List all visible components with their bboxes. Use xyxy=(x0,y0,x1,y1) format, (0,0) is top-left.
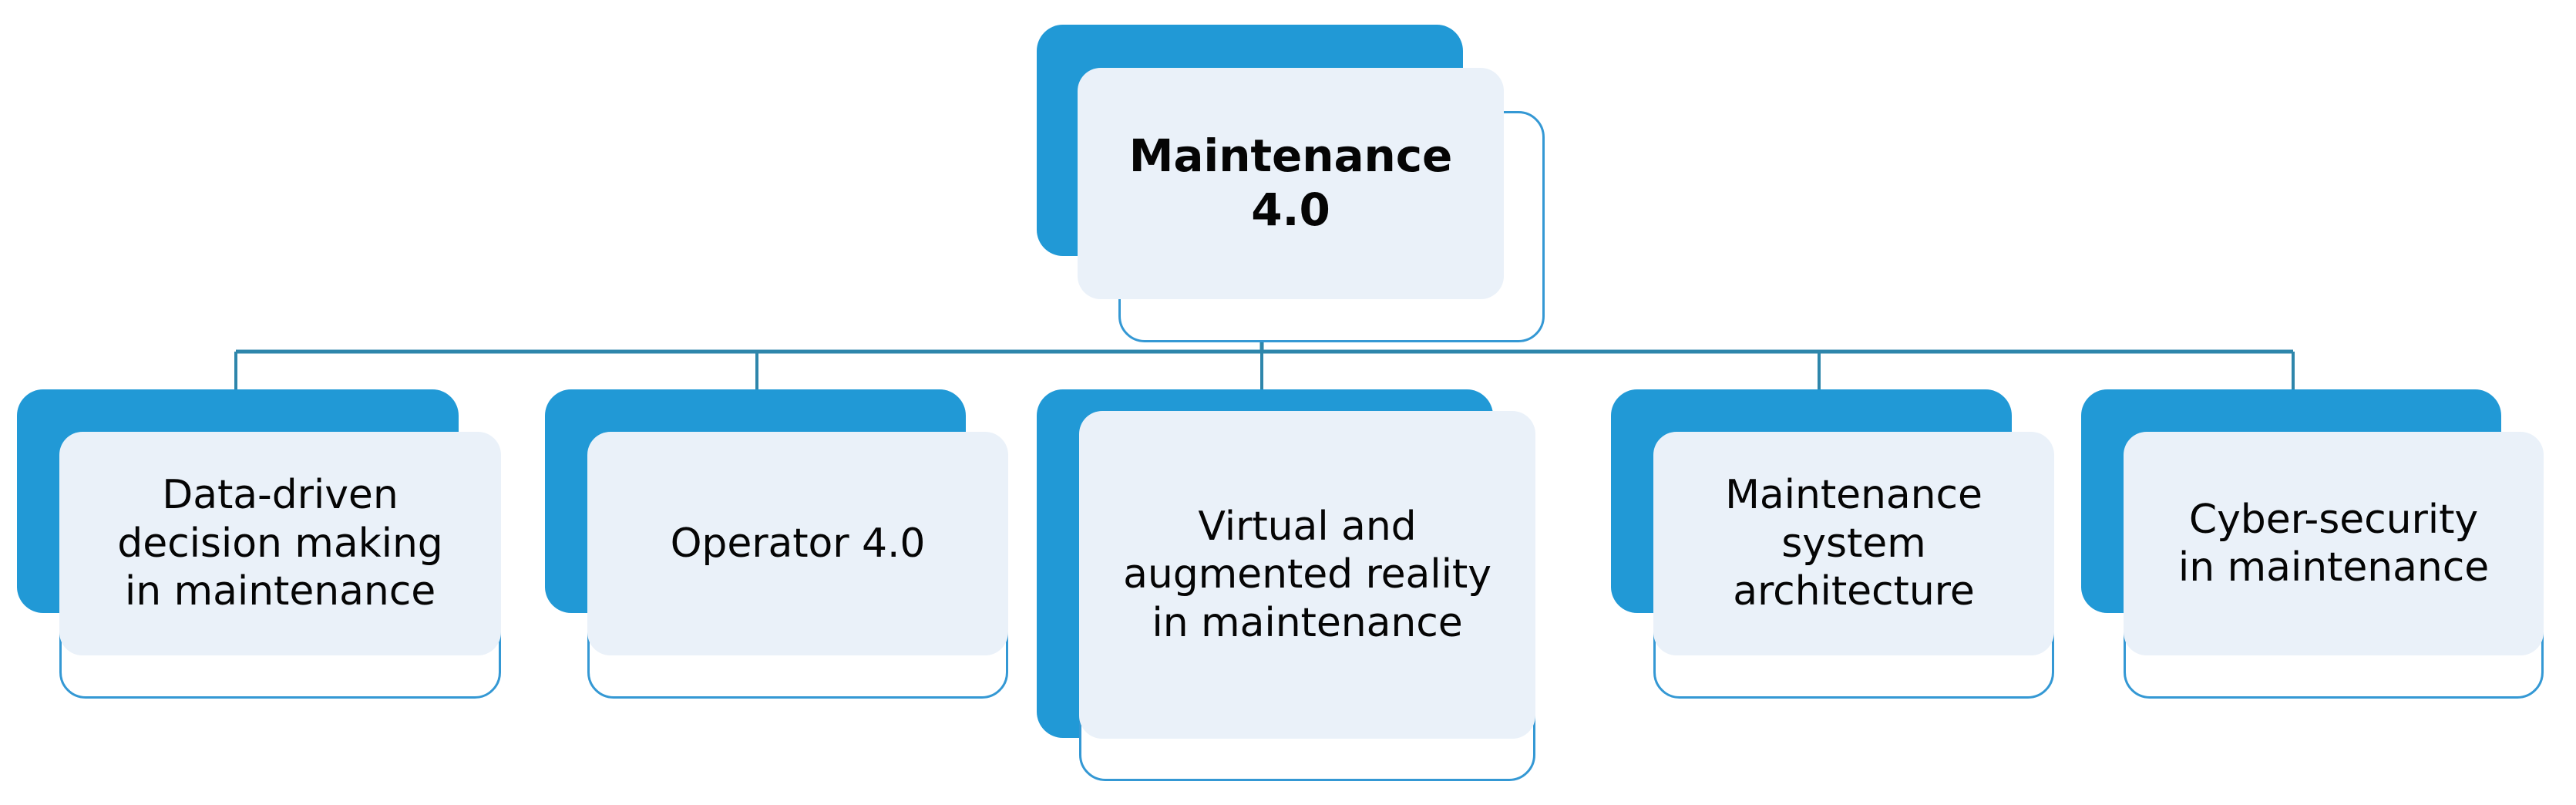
node-child-2-label: Operator 4.0 xyxy=(670,520,926,567)
node-root-fill: Maintenance 4.0 xyxy=(1078,68,1504,299)
node-root[interactable]: Maintenance 4.0 xyxy=(1037,25,1545,342)
node-child-3[interactable]: Virtual and augmented reality in mainten… xyxy=(1037,389,1576,790)
node-child-1[interactable]: Data-driven decision making in maintenan… xyxy=(17,389,541,699)
node-child-3-fill: Virtual and augmented reality in mainten… xyxy=(1079,411,1535,739)
node-child-1-fill: Data-driven decision making in maintenan… xyxy=(59,432,501,655)
node-child-5-fill: Cyber-security in maintenance xyxy=(2124,432,2544,655)
node-child-4-fill: Maintenance system architecture xyxy=(1653,432,2054,655)
node-root-label: Maintenance 4.0 xyxy=(1128,130,1453,236)
node-child-5-label: Cyber-security in maintenance xyxy=(2177,496,2490,591)
node-child-4-label: Maintenance system architecture xyxy=(1725,472,1982,615)
node-child-2[interactable]: Operator 4.0 xyxy=(545,389,1023,699)
node-child-5[interactable]: Cyber-security in maintenance xyxy=(2081,389,2567,699)
node-child-3-label: Virtual and augmented reality in mainten… xyxy=(1123,503,1491,646)
node-child-4[interactable]: Maintenance system architecture xyxy=(1611,389,2073,699)
node-child-2-fill: Operator 4.0 xyxy=(587,432,1008,655)
node-child-1-label: Data-driven decision making in maintenan… xyxy=(117,472,443,615)
